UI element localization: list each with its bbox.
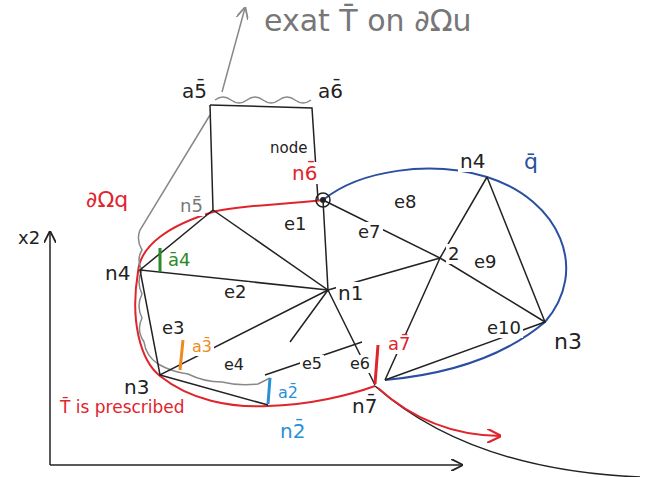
- node-label: a6̄: [316, 80, 345, 102]
- element-label: e8: [392, 192, 419, 212]
- boundary-label: ∂Ωq: [84, 188, 130, 212]
- element-label: e3: [160, 318, 187, 338]
- mesh-edge: [210, 105, 213, 210]
- element-label: e1: [282, 214, 309, 234]
- x1-axis: [50, 464, 462, 466]
- element-label: e6: [348, 355, 372, 373]
- orange-tick: [180, 340, 183, 370]
- node-label: ā4: [166, 250, 192, 270]
- node-label: n4: [458, 150, 487, 172]
- node-label: n7̄: [350, 395, 379, 417]
- element-label: e5: [300, 355, 324, 373]
- node-label: a7̄: [386, 334, 412, 354]
- element-label: e10: [485, 318, 523, 338]
- node-label: n6̄: [290, 162, 319, 184]
- node-label: n4: [103, 262, 132, 284]
- mesh-lines: [140, 105, 545, 405]
- note: exat T̄ on ∂Ωu: [262, 4, 474, 37]
- node-label: n5̄: [178, 196, 205, 216]
- node-label: n1: [336, 282, 365, 304]
- node-label: a2̄: [276, 384, 300, 402]
- flux-boundary: [323, 169, 566, 380]
- mesh-edge: [160, 290, 375, 405]
- node-marker: [316, 193, 330, 207]
- boundary-curve: [375, 386, 640, 477]
- node-label: n2̄: [278, 420, 307, 442]
- note: node: [268, 140, 309, 157]
- element-label: e4: [222, 356, 246, 374]
- node-label: n3: [122, 376, 151, 398]
- leader-arrow: [222, 8, 245, 92]
- mesh-edge: [323, 177, 545, 380]
- note: T̄ is prescribed: [58, 398, 187, 417]
- red-tick: [375, 345, 378, 384]
- node-label: 2: [446, 244, 461, 264]
- node-label: a5̄: [180, 80, 209, 102]
- boundary-label: q̄: [522, 150, 540, 174]
- mesh-edge: [385, 177, 545, 380]
- axis-label: x2: [16, 228, 42, 248]
- mesh-edge: [210, 105, 318, 200]
- node-label: n3: [552, 330, 584, 354]
- element-label: e7: [356, 222, 383, 242]
- x2-axis: [49, 232, 51, 465]
- green-tick: [159, 248, 162, 272]
- node-marker: [320, 197, 326, 203]
- element-label: e9: [472, 252, 499, 272]
- mesh-edge: [140, 270, 328, 375]
- mesh-edge: [140, 210, 328, 290]
- blue-tick: [268, 378, 270, 404]
- mesh-edge: [213, 200, 328, 290]
- element-label: e2: [222, 282, 249, 302]
- temperature-boundary: [135, 200, 375, 406]
- node-label: a3̄: [190, 338, 214, 356]
- red-arrow: [378, 388, 500, 436]
